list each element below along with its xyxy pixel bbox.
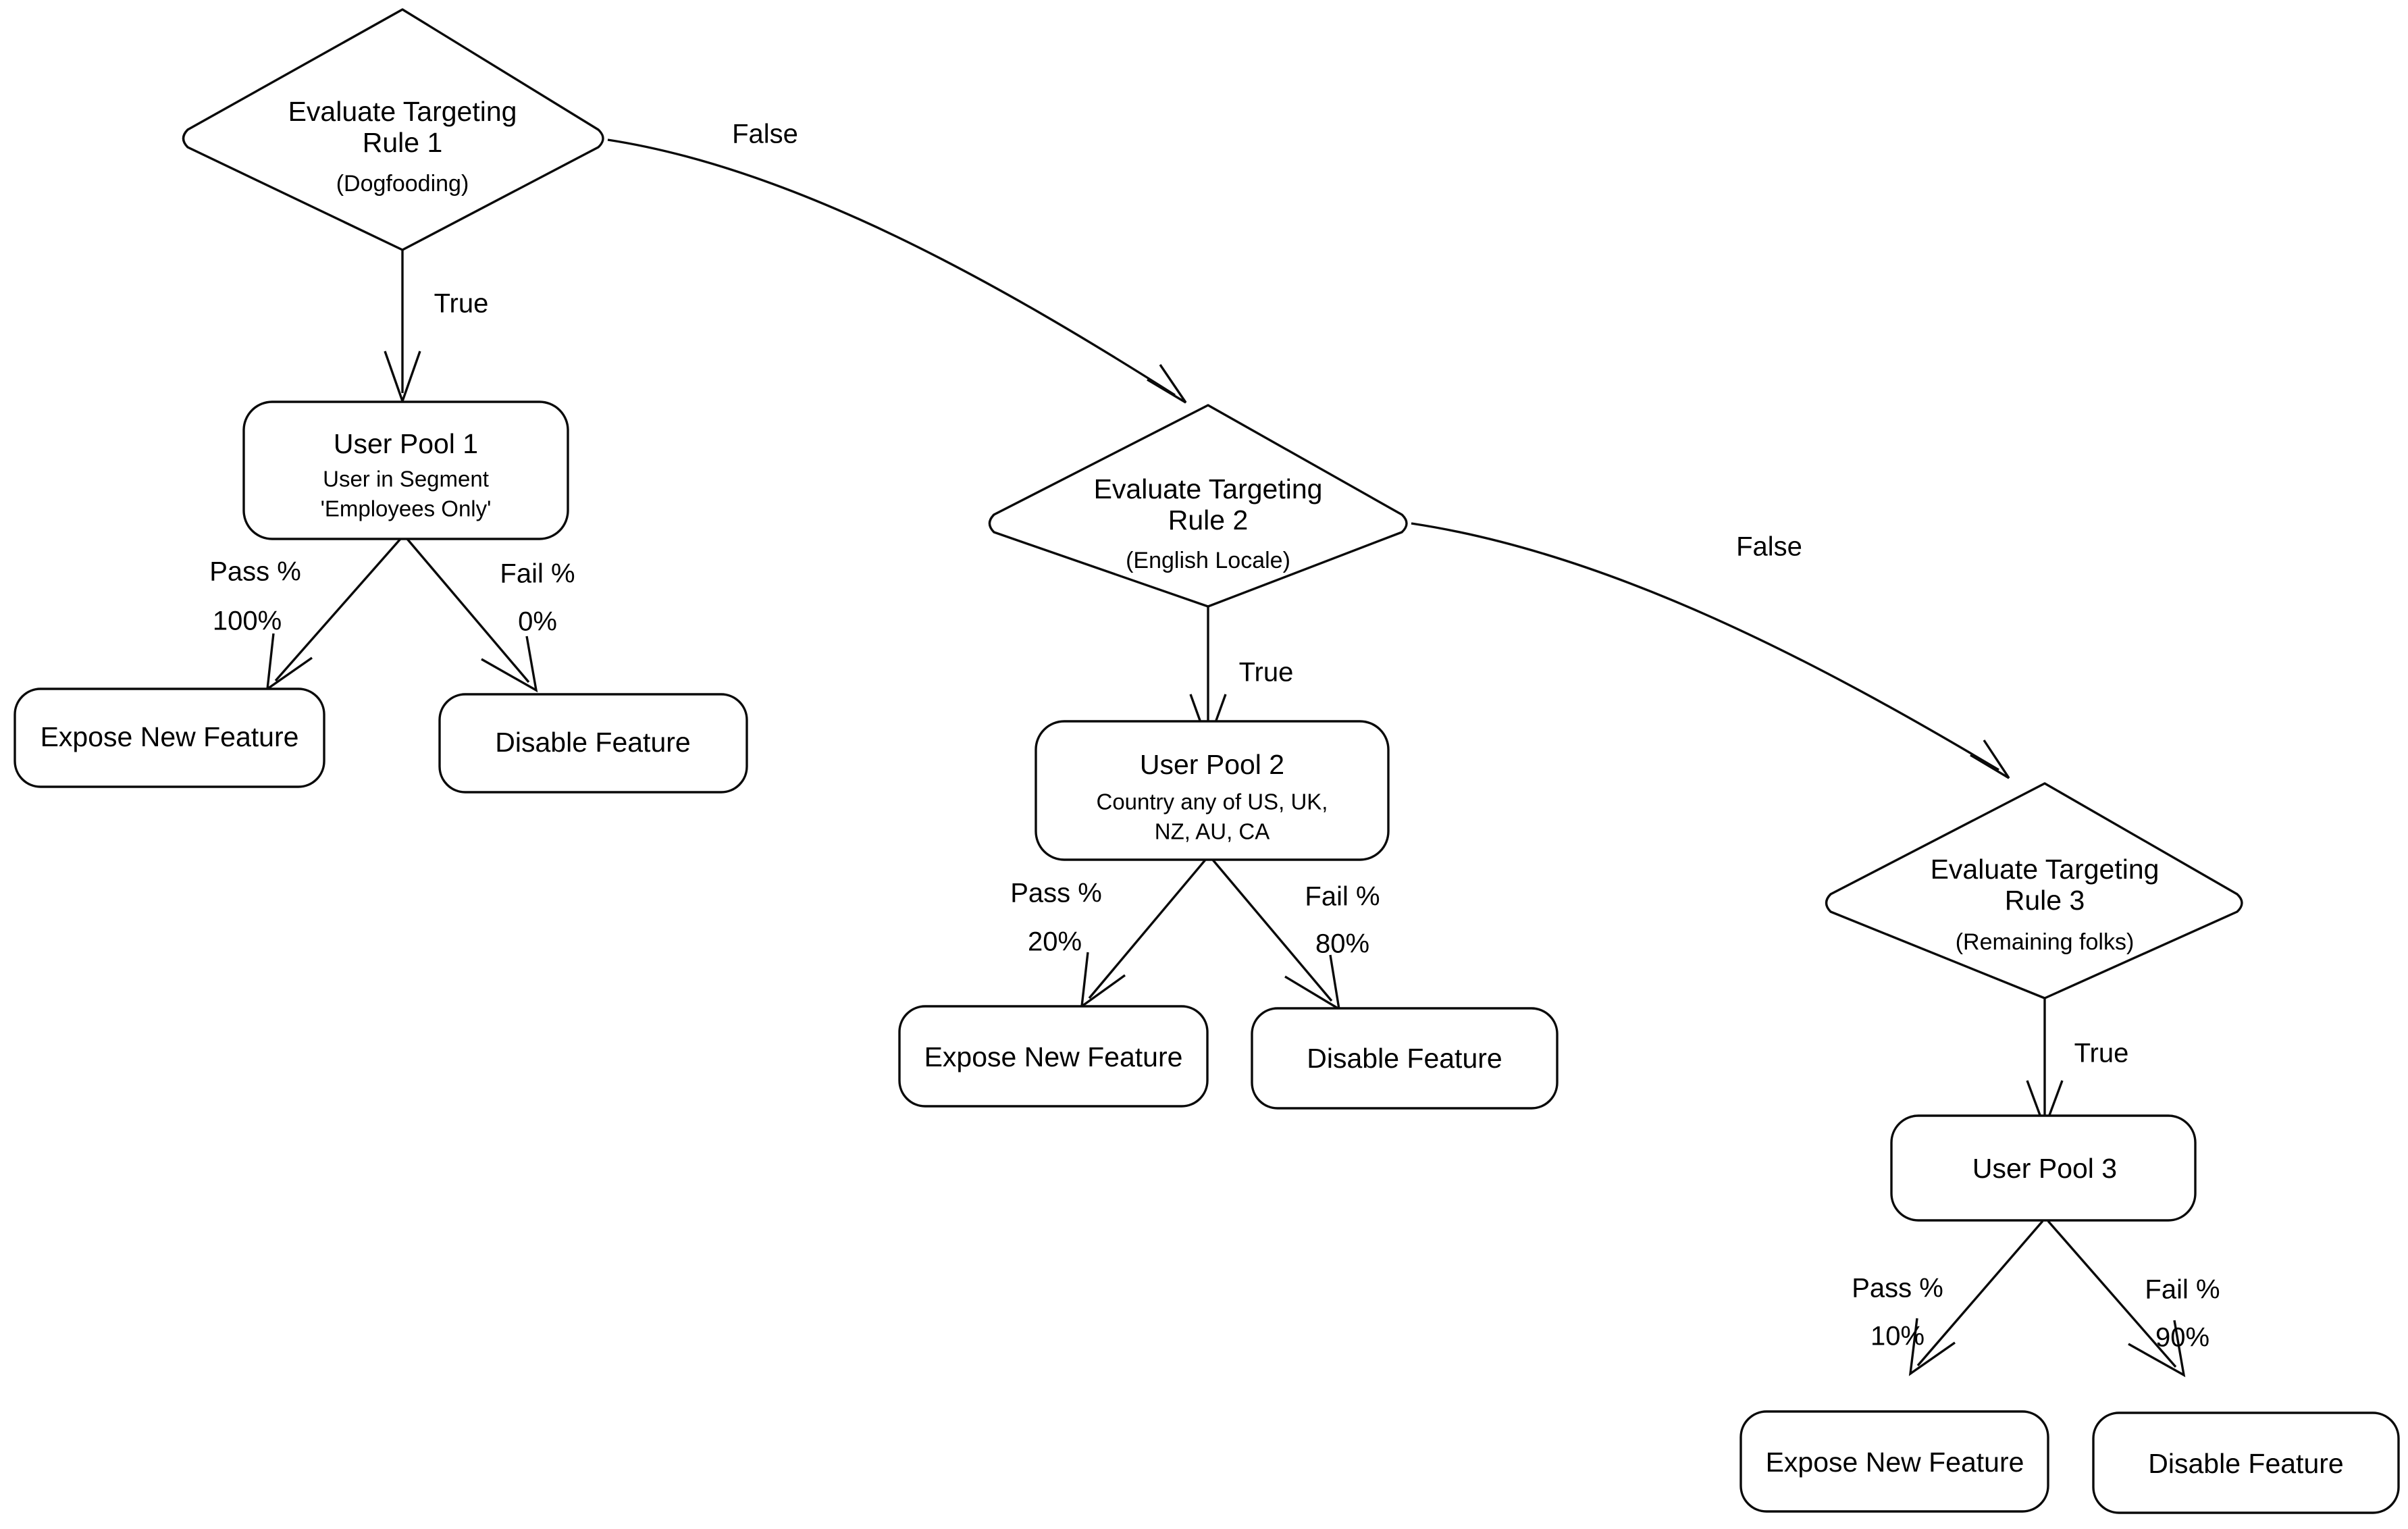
edge-value-pool2-fail: 80% <box>1315 929 1369 959</box>
edge-line-pool3-fail <box>2047 1220 2177 1368</box>
arrowhead-pool3-fail <box>2128 1320 2186 1378</box>
expose1-box-shape <box>14 688 325 788</box>
expose1-label: Expose New Feature <box>41 721 299 752</box>
node-pool3[interactable]: User Pool 3 <box>1890 1114 2197 1222</box>
edge-label-rule2-true: True <box>1239 658 1294 688</box>
node-pool2[interactable]: User Pool 2 Country any of US, UK, NZ, A… <box>1035 720 1390 861</box>
rule1-subtitle: (Dogfooding) <box>336 171 469 197</box>
pool1-title: User Pool 1 <box>334 428 478 459</box>
rule2-title-line1: Evaluate Targeting <box>1094 473 1323 504</box>
node-expose2[interactable]: Expose New Feature <box>898 1005 1209 1108</box>
node-disable3[interactable]: Disable Feature <box>2092 1411 2400 1514</box>
rule2-diamond-shape <box>988 404 1408 608</box>
edge-label-pool2-fail: Fail % <box>1305 882 1380 912</box>
arrowhead-rule2-false <box>1970 740 2010 779</box>
disable1-label: Disable Feature <box>495 727 690 758</box>
edge-label-pool1-pass: Pass % <box>209 557 301 587</box>
edge-label-rule1-true: True <box>434 289 489 319</box>
node-expose1[interactable]: Expose New Feature <box>14 688 325 788</box>
arrowhead-pool1-fail <box>481 636 538 693</box>
edge-line-pool2-pass <box>1088 858 1207 1000</box>
pool2-sub-line1: Country any of US, UK, <box>1097 789 1328 814</box>
pool3-title: User Pool 3 <box>1972 1153 2117 1184</box>
pool2-sub-line2: NZ, AU, CA <box>1155 819 1270 844</box>
pool2-box-shape <box>1035 720 1390 861</box>
disable2-label: Disable Feature <box>1307 1043 1502 1074</box>
edge-value-pool1-pass: 100% <box>213 606 282 636</box>
expose2-box-shape <box>898 1005 1209 1108</box>
edge-pool1-fail <box>406 538 538 693</box>
node-pool1[interactable]: User Pool 1 User in Segment 'Employees O… <box>242 400 569 540</box>
rule1-diamond-shape <box>182 8 604 251</box>
edge-pool3-fail <box>2047 1220 2186 1378</box>
rule3-title-line2: Rule 3 <box>2005 885 2085 916</box>
edge-line-pool2-fail <box>1211 858 1333 1002</box>
edge-rule2-false <box>1411 522 2010 779</box>
disable1-box-shape <box>438 693 748 794</box>
pool1-sub-line1: User in Segment <box>323 467 489 492</box>
disable2-box-shape <box>1251 1007 1559 1110</box>
node-rule2[interactable]: Evaluate Targeting Rule 2 (English Local… <box>988 404 1408 608</box>
pool3-box-shape <box>1890 1114 2197 1222</box>
pool1-sub-line2: 'Employees Only' <box>321 496 492 521</box>
rule3-title-line1: Evaluate Targeting <box>1931 854 2160 885</box>
disable3-box-shape <box>2092 1411 2400 1514</box>
edge-value-pool3-fail: 90% <box>2155 1323 2209 1353</box>
rule3-subtitle: (Remaining folks) <box>1956 929 2135 955</box>
edge-value-pool1-fail: 0% <box>518 607 557 637</box>
rule3-diamond-shape <box>1825 782 2243 1000</box>
edge-rule3-true <box>2026 998 2064 1131</box>
expose3-label: Expose New Feature <box>1766 1447 2024 1478</box>
edge-line-pool1-pass <box>274 538 402 682</box>
edge-value-pool2-pass: 20% <box>1028 927 1082 957</box>
expose2-label: Expose New Feature <box>924 1041 1183 1072</box>
arrowhead-pool1-pass <box>265 633 313 692</box>
arrowhead-pool3-pass <box>1908 1318 1956 1376</box>
node-expose3[interactable]: Expose New Feature <box>1739 1410 2049 1513</box>
edge-rule1-false <box>607 138 1187 404</box>
arrowhead-rule1-false <box>1147 364 1187 404</box>
expose3-box-shape <box>1739 1410 2049 1513</box>
edge-label-pool2-pass: Pass % <box>1010 879 1102 908</box>
rule2-subtitle: (English Locale) <box>1126 548 1290 573</box>
edge-label-rule2-false: False <box>1736 532 1802 562</box>
edge-line-rule1-false <box>607 138 1176 396</box>
edge-line-pool3-pass <box>1916 1220 2044 1367</box>
rule1-title-line2: Rule 1 <box>363 127 443 158</box>
rule2-title-line2: Rule 2 <box>1168 504 1249 536</box>
edge-label-pool3-pass: Pass % <box>1852 1274 1943 1303</box>
node-rule1[interactable]: Evaluate Targeting Rule 1 (Dogfooding) <box>182 8 604 251</box>
edge-pool3-pass <box>1908 1220 2044 1376</box>
pool1-box-shape <box>242 400 569 540</box>
edge-line-pool1-fail <box>406 538 530 683</box>
edge-rule1-true <box>384 250 421 405</box>
edge-label-pool1-fail: Fail % <box>500 559 575 589</box>
edge-line-rule2-false <box>1411 522 1999 771</box>
arrowhead-pool2-pass <box>1080 952 1126 1009</box>
edge-value-pool3-pass: 10% <box>1870 1322 1925 1351</box>
node-disable2[interactable]: Disable Feature <box>1251 1007 1559 1110</box>
disable3-label: Disable Feature <box>2148 1448 2343 1479</box>
rule1-title-line1: Evaluate Targeting <box>288 96 517 127</box>
node-rule3[interactable]: Evaluate Targeting Rule 3 (Remaining fol… <box>1825 782 2243 1000</box>
edge-label-rule3-true: True <box>2074 1039 2129 1068</box>
edge-label-rule1-false: False <box>732 120 798 149</box>
edge-label-pool3-fail: Fail % <box>2145 1275 2220 1305</box>
pool2-title: User Pool 2 <box>1140 749 1284 780</box>
node-disable1[interactable]: Disable Feature <box>438 693 748 794</box>
